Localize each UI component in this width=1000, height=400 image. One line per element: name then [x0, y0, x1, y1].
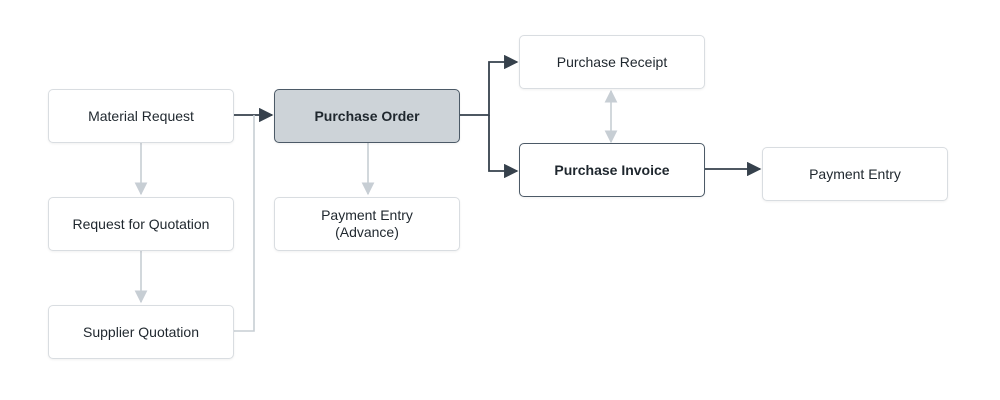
node-request-for-quotation[interactable]: Request for Quotation — [48, 197, 234, 251]
node-label: Supplier Quotation — [83, 323, 199, 340]
node-purchase-order[interactable]: Purchase Order — [274, 89, 460, 143]
node-purchase-invoice[interactable]: Purchase Invoice — [519, 143, 705, 197]
connector-sq-to-po — [234, 115, 255, 332]
connector-po-to-invoice — [488, 115, 519, 179]
node-label: Purchase Invoice — [554, 161, 670, 178]
node-label: Material Request — [88, 107, 194, 124]
node-payment-entry[interactable]: Payment Entry — [762, 147, 948, 201]
node-label: Payment Entry (Advance) — [321, 207, 413, 240]
node-label: Request for Quotation — [72, 215, 210, 232]
node-label: Purchase Receipt — [556, 53, 668, 70]
node-supplier-quotation[interactable]: Supplier Quotation — [48, 305, 234, 359]
connector-po-to-receipt — [460, 54, 519, 116]
node-material-request[interactable]: Material Request — [48, 89, 234, 143]
node-payment-entry-advance[interactable]: Payment Entry (Advance) — [274, 197, 460, 251]
node-label: Purchase Order — [314, 107, 420, 124]
node-label: Payment Entry — [809, 165, 901, 182]
node-purchase-receipt[interactable]: Purchase Receipt — [519, 35, 705, 89]
